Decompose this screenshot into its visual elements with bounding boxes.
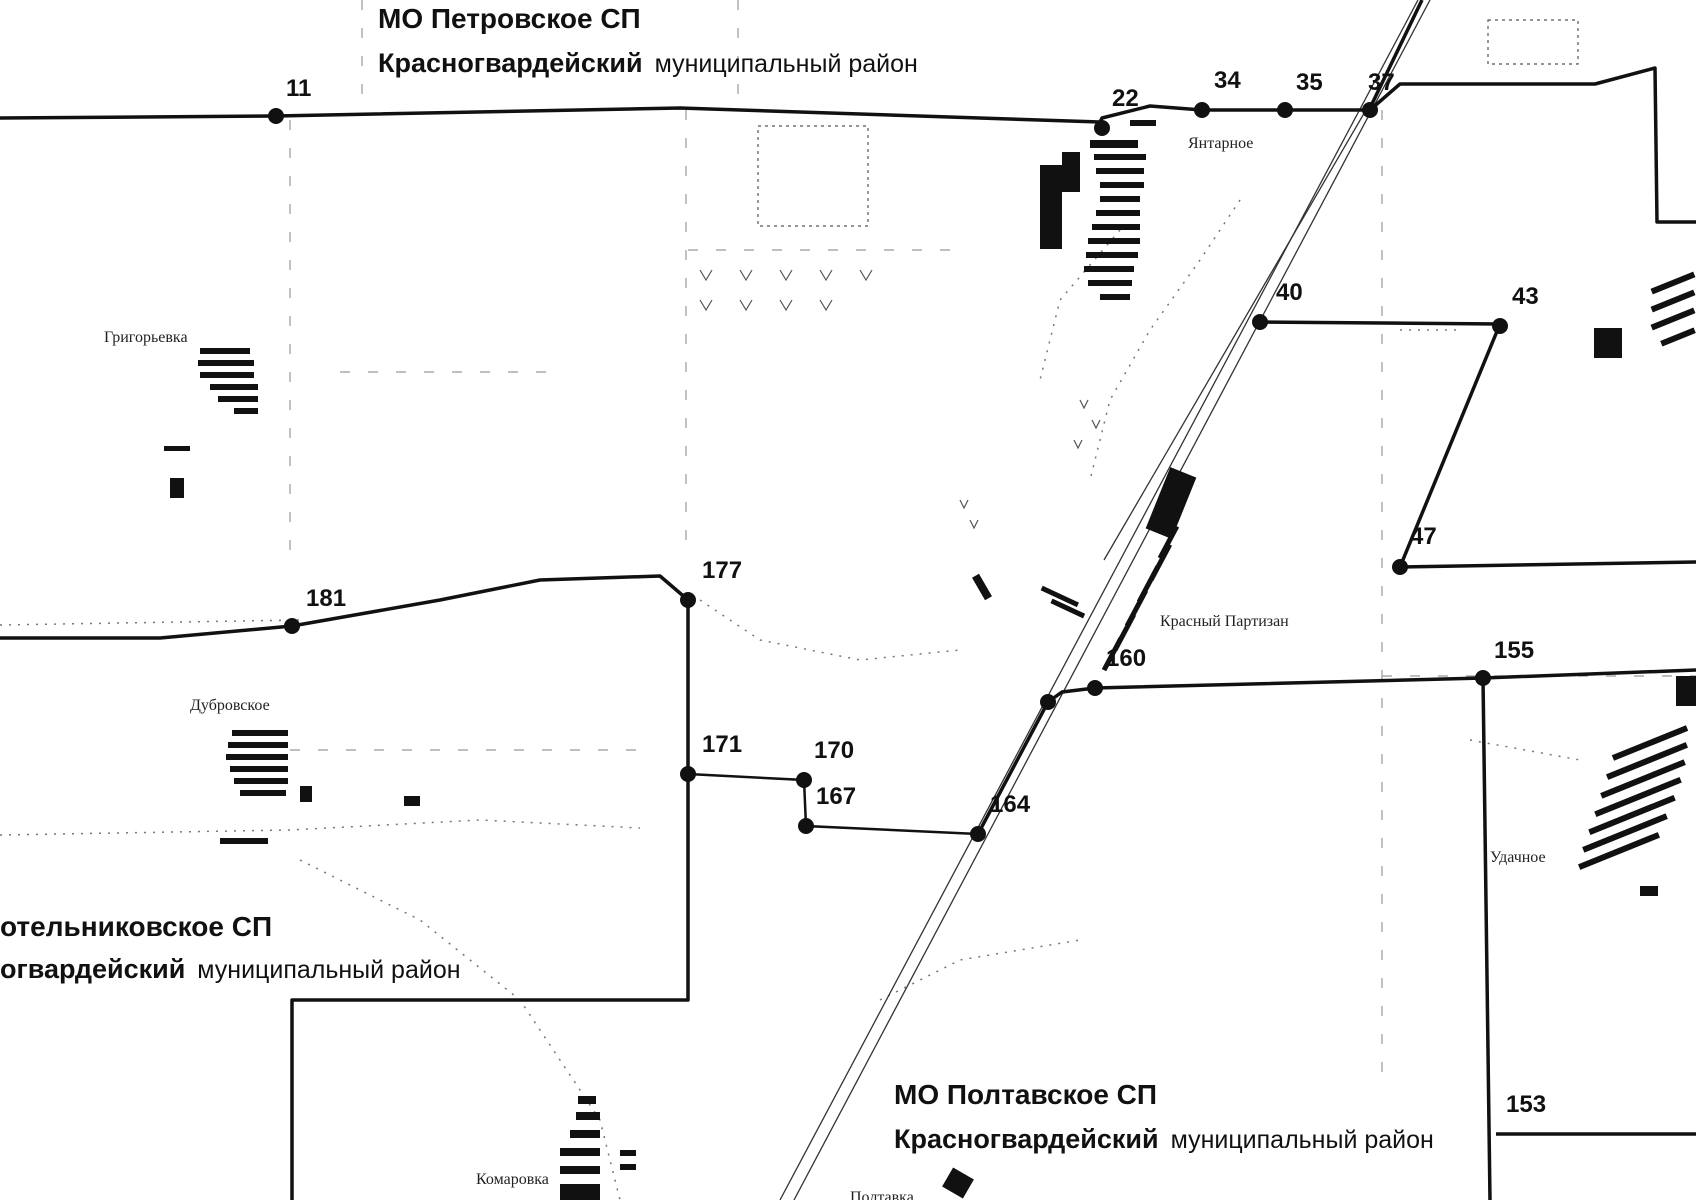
point-22: 22 <box>1094 85 1139 136</box>
svg-text:47: 47 <box>1410 523 1437 550</box>
settlement-komarovka: Комаровка <box>476 1171 549 1188</box>
region-subtitle: Красногвардейский муниципальный район <box>894 1124 1434 1154</box>
svg-text:171: 171 <box>702 731 742 758</box>
region-title: МО Петровское СП <box>378 3 641 34</box>
point-181: 181 <box>284 585 346 634</box>
svg-text:34: 34 <box>1214 67 1241 94</box>
settlement-blocks <box>164 120 1696 1200</box>
point-170: 170 <box>796 737 854 788</box>
svg-text:164: 164 <box>990 791 1031 818</box>
point-167: 167 <box>798 783 856 834</box>
boundary-points: 11 22 34 35 37 40 43 47 155 153 160 164 … <box>268 67 1546 1118</box>
svg-text:160: 160 <box>1106 645 1146 672</box>
yantarnoe-blocks <box>1040 120 1156 300</box>
point-35: 35 <box>1277 69 1323 118</box>
point-40: 40 <box>1252 279 1303 330</box>
field-symbols <box>699 19 1579 530</box>
svg-text:11: 11 <box>286 75 311 102</box>
svg-text:177: 177 <box>702 557 742 584</box>
survey-grid-lines <box>289 0 1696 1080</box>
settlement-grigorevka: Григорьевка <box>104 329 188 346</box>
svg-text:22: 22 <box>1112 85 1139 112</box>
svg-text:35: 35 <box>1296 69 1323 96</box>
svg-text:181: 181 <box>306 585 346 612</box>
railway-line <box>779 0 1431 1200</box>
region-subtitle: Красногвардейский муниципальный район <box>378 48 918 78</box>
point-34: 34 <box>1194 67 1241 118</box>
settlement-poltavka: Полтавка <box>850 1189 914 1200</box>
settlement-dubrovskoe: Дубровское <box>190 697 270 714</box>
point-177: 177 <box>680 557 742 608</box>
svg-text:37: 37 <box>1368 69 1395 96</box>
region-poltavskoe-label: МО Полтавское СП Красногвардейский муниц… <box>894 1079 1434 1154</box>
svg-text:153: 153 <box>1506 1091 1546 1118</box>
svg-text:167: 167 <box>816 783 856 810</box>
settlement-udachnoe: Удачное <box>1490 849 1546 866</box>
dubrovskoe-blocks <box>220 730 420 844</box>
settlement-krasny-partizan: Красный Партизан <box>1160 613 1289 630</box>
region-petrovskoe-label: МО Петровское СП Красногвардейский муниц… <box>378 3 918 78</box>
region-kotelnikovskoe-label: отельниковское СП огвардейский муниципал… <box>0 911 461 984</box>
point-155: 155 <box>1475 637 1534 686</box>
point-47: 47 <box>1392 523 1437 575</box>
grigorevka-blocks <box>164 348 258 498</box>
svg-text:155: 155 <box>1494 637 1534 664</box>
region-subtitle: огвардейский муниципальный район <box>0 954 461 984</box>
point-153: 153 <box>1506 1091 1546 1118</box>
svg-text:40: 40 <box>1276 279 1303 306</box>
point-171: 171 <box>680 731 742 782</box>
region-title: отельниковское СП <box>0 911 272 942</box>
region-title: МО Полтавское СП <box>894 1079 1157 1110</box>
east-settlement-blocks <box>1578 271 1696 896</box>
settlement-yantarnoe: Янтарное <box>1188 135 1253 152</box>
komarovka-blocks <box>560 1096 974 1200</box>
svg-text:43: 43 <box>1512 283 1539 310</box>
point-160: 160 <box>1040 645 1146 710</box>
krasny-partizan-blocks <box>972 467 1197 672</box>
svg-text:170: 170 <box>814 737 854 764</box>
settlement-labels: Янтарное Григорьевка Красный Партизан Ду… <box>104 135 1546 1200</box>
point-37: 37 <box>1362 69 1395 118</box>
point-164: 164 <box>970 791 1031 842</box>
point-11: 11 <box>268 75 311 124</box>
point-43: 43 <box>1492 283 1539 334</box>
